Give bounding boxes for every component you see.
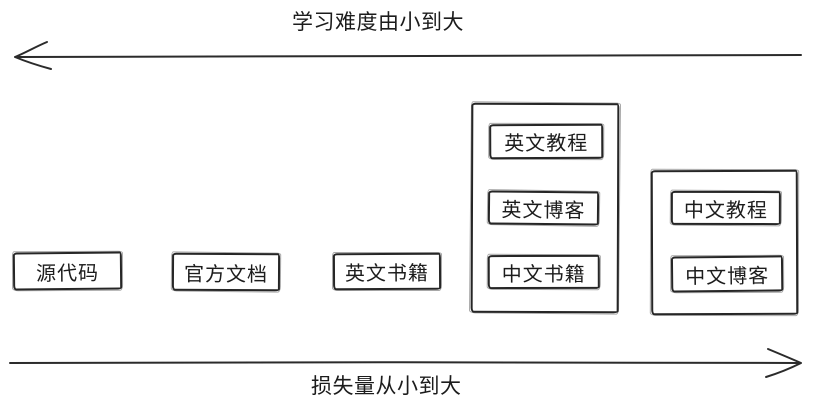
- box-label: 英文书籍: [344, 262, 430, 286]
- box-label: 中文教程: [683, 199, 768, 222]
- loss-arrow-right: [9, 348, 802, 378]
- box-english-blog: 英文博客: [487, 190, 600, 226]
- group-english-tutorial-blog-chinese-book: 英文教程 英文博客 中文书籍: [470, 102, 620, 314]
- box-label: 英文博客: [501, 199, 586, 222]
- loss-axis-label: 损失量从小到大: [311, 375, 462, 398]
- box-chinese-blog: 中文博客: [670, 255, 784, 293]
- difficulty-arrow-head: [14, 41, 52, 70]
- loss-arrow-line: [9, 361, 800, 364]
- box-label: 官方文档: [183, 263, 269, 286]
- group-chinese-tutorial-blog: 中文教程 中文博客: [650, 169, 799, 316]
- box-label: 源代码: [35, 262, 100, 285]
- box-label: 英文教程: [504, 132, 589, 156]
- difficulty-arrow-line: [16, 54, 802, 58]
- box-label: 中文博客: [685, 265, 770, 288]
- loss-arrow-head: [765, 348, 802, 378]
- difficulty-arrow-left: [14, 41, 802, 70]
- box-chinese-books: 中文书籍: [487, 254, 600, 290]
- box-label: 中文书籍: [501, 263, 586, 286]
- box-official-docs: 官方文档: [171, 252, 281, 292]
- box-english-books: 英文书籍: [332, 252, 442, 291]
- box-english-tutorial: 英文教程: [489, 123, 604, 160]
- difficulty-axis-label: 学习难度由小到大: [292, 11, 464, 34]
- box-chinese-tutorial: 中文教程: [670, 190, 781, 226]
- box-source-code: 源代码: [12, 251, 123, 291]
